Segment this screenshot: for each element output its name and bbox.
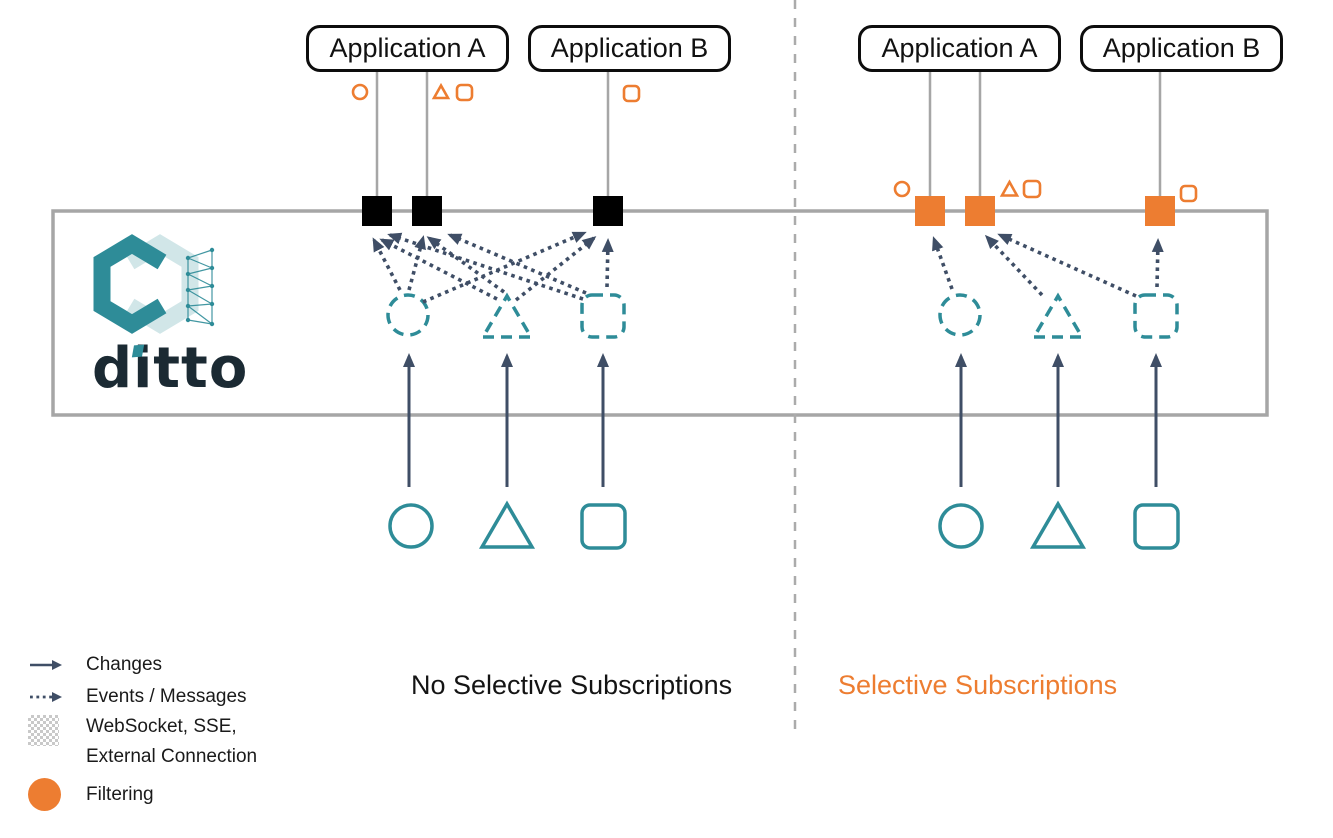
source-triangle-icon — [1029, 500, 1087, 549]
subscription-square-icon — [1179, 184, 1198, 203]
subscription-square-icon — [1022, 179, 1042, 199]
legend-label: Changes — [86, 654, 163, 675]
app-connector-lines — [375, 72, 1162, 197]
app-box-label: Application A — [881, 33, 1038, 63]
event-arrow — [997, 233, 1137, 298]
app-box-right-b: Application B — [1080, 25, 1283, 72]
event-arrows-left — [372, 231, 614, 304]
ditto-wordmark: ditto — [92, 336, 249, 401]
event-arrows-right — [932, 233, 1164, 298]
filtering-endpoint-icon — [965, 196, 995, 226]
section-title-selective: Selective Subscriptions — [838, 670, 1118, 700]
replica-square-icon — [1133, 293, 1179, 339]
ditto-logo-icon — [93, 234, 215, 334]
app-box-label: Application A — [329, 33, 486, 63]
event-arrow — [422, 231, 587, 304]
event-arrow — [447, 233, 587, 295]
replica-docs-left — [386, 292, 626, 339]
legend-row-filtering: Filtering — [28, 778, 154, 811]
event-arrow — [372, 237, 402, 291]
event-arrow — [514, 236, 597, 302]
app-box-right-a: Application A — [858, 25, 1061, 72]
subscription-square-icon — [455, 83, 474, 102]
legend-label: Events / Messages — [86, 686, 247, 707]
event-arrow — [984, 234, 1044, 297]
websocket-endpoint-icon — [362, 196, 392, 226]
subscription-circle-icon — [351, 83, 369, 101]
replica-square-icon — [580, 293, 626, 339]
legend-label-line: WebSocket, SSE, — [86, 716, 237, 737]
filtering-endpoint-icon — [915, 196, 945, 226]
source-circle-icon — [938, 503, 984, 549]
filled-circle-icon — [28, 778, 64, 811]
event-arrow — [932, 236, 954, 290]
source-triangle-icon — [478, 500, 536, 549]
source-docs-left — [388, 500, 627, 550]
change-arrows — [403, 353, 1162, 487]
subscription-markers-left — [351, 82, 641, 103]
subscription-circle-icon — [893, 180, 911, 198]
websocket-endpoint-icon — [412, 196, 442, 226]
app-box-label: Application B — [550, 33, 709, 63]
event-arrow — [379, 238, 498, 301]
replica-circle-icon — [938, 293, 982, 337]
app-box-label: Application B — [1102, 33, 1261, 63]
app-box-left-b: Application B — [528, 25, 731, 72]
replica-triangle-icon — [1030, 292, 1086, 339]
source-square-icon — [1133, 503, 1180, 550]
dotted-arrow-icon — [28, 690, 64, 704]
websocket-endpoint-icon — [593, 196, 623, 226]
filtering-endpoint-icon — [1145, 196, 1175, 226]
source-circle-icon — [388, 503, 434, 549]
replica-triangle-icon — [479, 292, 535, 339]
app-box-left-a: Application A — [306, 25, 509, 72]
legend-row-events: Events / Messages — [28, 682, 247, 712]
logo-hexagon-c — [93, 234, 167, 334]
event-arrow — [387, 232, 584, 301]
logo-wireframe-nodes — [185, 247, 215, 327]
legend-row-websocket: WebSocket, SSE, External Connection — [28, 712, 257, 772]
legend-label: WebSocket, SSE, External Connection — [86, 712, 257, 772]
hatched-square-icon — [28, 715, 64, 746]
subscription-markers-right — [893, 179, 1198, 203]
subscription-triangle-icon — [431, 82, 451, 100]
replica-docs-right — [938, 292, 1179, 339]
legend-label-line: External Connection — [86, 746, 258, 767]
legend-label: Filtering — [86, 783, 154, 805]
source-square-icon — [580, 503, 627, 550]
section-title-no-selective: No Selective Subscriptions — [411, 670, 733, 700]
replica-circle-icon — [386, 293, 430, 337]
subscription-triangle-icon — [999, 179, 1020, 197]
source-docs-right — [938, 500, 1180, 550]
solid-arrow-icon — [28, 658, 64, 672]
websocket-endpoints-left — [362, 196, 623, 226]
legend-row-changes: Changes — [28, 650, 162, 680]
event-arrow — [407, 235, 426, 291]
ditto-mesh-box — [51, 209, 1269, 417]
logo-light-hexagon — [125, 234, 199, 334]
subscription-square-icon — [622, 84, 641, 103]
filtering-endpoints-right — [915, 196, 1175, 226]
